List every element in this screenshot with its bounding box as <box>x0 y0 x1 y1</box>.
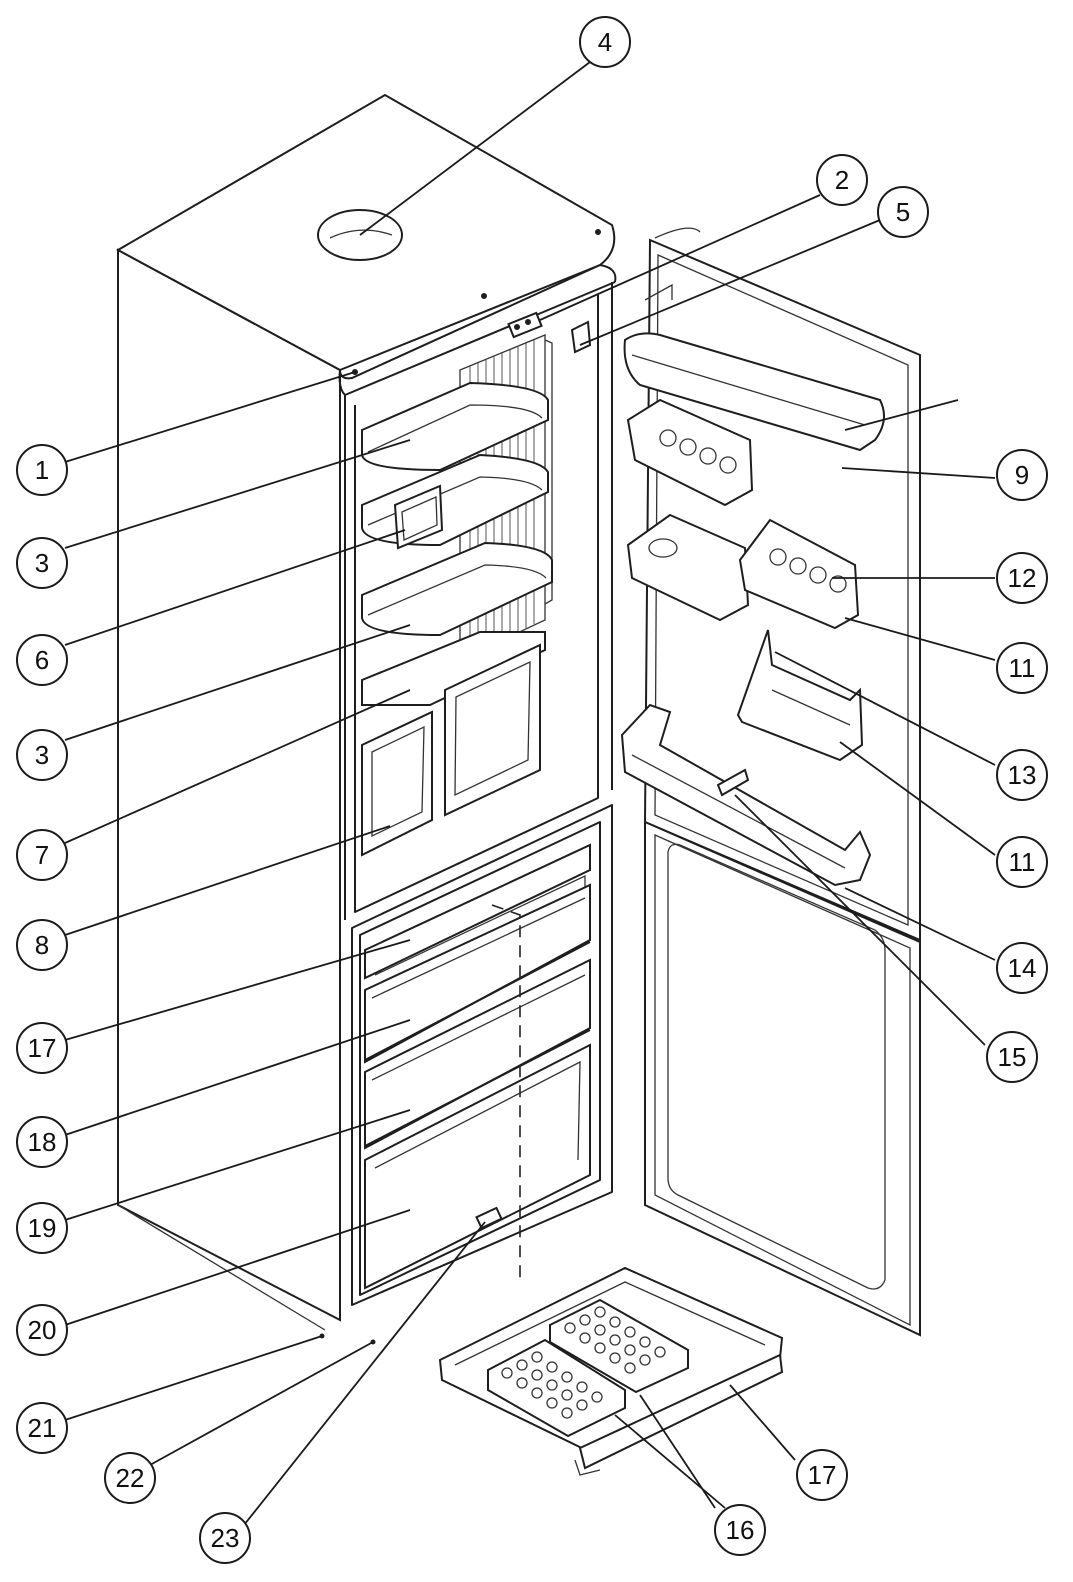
callout-19: 19 <box>16 1202 68 1254</box>
callout-3b-label: 3 <box>35 740 49 770</box>
callout-11b: 11 <box>996 836 1048 888</box>
callout-11b-label: 11 <box>1009 847 1036 877</box>
callout-15: 15 <box>986 1031 1038 1083</box>
egg-shelf-upper <box>626 398 754 507</box>
fridge-door <box>620 227 921 942</box>
door-balcony-bottom <box>620 703 872 887</box>
callout-18-label: 18 <box>28 1127 57 1157</box>
callout-17a-label: 17 <box>28 1033 57 1063</box>
callout-12-label: 12 <box>1008 563 1037 593</box>
callout-1-label: 1 <box>35 455 49 485</box>
freezer-drawer-3 <box>364 958 591 1150</box>
crisper-drawer-right <box>444 643 541 817</box>
callout-14: 14 <box>996 942 1048 994</box>
callout-2: 2 <box>816 154 868 206</box>
callout-20: 20 <box>16 1304 68 1356</box>
callout-21: 21 <box>16 1402 68 1454</box>
callout-8: 8 <box>16 919 68 971</box>
glass-shelf-upper <box>361 381 549 472</box>
callout-12: 12 <box>996 552 1048 604</box>
callout-7-label: 7 <box>35 840 49 870</box>
freezer-compartment <box>351 804 613 1306</box>
callout-16: 16 <box>714 1504 766 1556</box>
callout-21-label: 21 <box>28 1413 57 1443</box>
callout-16-label: 16 <box>726 1515 755 1545</box>
callout-17a: 17 <box>16 1022 68 1074</box>
callout-5: 5 <box>877 186 929 238</box>
door-balcony-top <box>623 332 885 452</box>
callout-19-label: 19 <box>28 1213 57 1243</box>
callout-22-label: 22 <box>116 1463 145 1493</box>
callout-7: 7 <box>16 829 68 881</box>
ice-tray-assembly <box>438 1266 784 1476</box>
callout-4: 4 <box>579 16 631 68</box>
callout-23-label: 23 <box>211 1523 240 1553</box>
callout-20-label: 20 <box>28 1315 57 1345</box>
fridge-compartment <box>344 282 613 920</box>
leader-lines <box>64 61 996 1531</box>
door-shelf-small <box>626 513 750 622</box>
callout-9-label: 9 <box>1015 460 1029 490</box>
callout-17b-label: 17 <box>808 1460 837 1490</box>
callout-13: 13 <box>996 749 1048 801</box>
glass-shelf-lower <box>361 541 553 637</box>
callout-3b: 3 <box>16 729 68 781</box>
callout-3a-label: 3 <box>35 548 49 578</box>
callout-13-label: 13 <box>1008 760 1037 790</box>
callout-17b: 17 <box>796 1449 848 1501</box>
callout-8-label: 8 <box>35 930 49 960</box>
door-shelf-middle <box>736 629 864 762</box>
callout-3a: 3 <box>16 537 68 589</box>
callout-6: 6 <box>16 634 68 686</box>
callout-2-label: 2 <box>835 165 849 195</box>
crisper-drawer-left <box>361 710 433 857</box>
callout-18: 18 <box>16 1116 68 1168</box>
callout-23: 23 <box>199 1512 251 1564</box>
callout-11a-label: 11 <box>1009 653 1036 683</box>
callout-6-label: 6 <box>35 645 49 675</box>
callout-15-label: 15 <box>998 1042 1027 1072</box>
callout-9: 9 <box>996 449 1048 501</box>
callout-11a: 11 <box>996 642 1048 694</box>
callout-4-label: 4 <box>598 27 612 57</box>
ice-cube-tray-left <box>487 1338 626 1438</box>
hanging-box <box>393 484 444 550</box>
callout-14-label: 14 <box>1008 953 1037 983</box>
freezer-drawer-2 <box>364 883 591 1064</box>
freezer-door <box>644 820 921 1337</box>
thermostat-lamp-housing <box>507 311 543 339</box>
callout-1: 1 <box>16 444 68 496</box>
freezer-drawer-bottom <box>364 1043 591 1290</box>
glass-shelf-middle <box>361 453 549 547</box>
callout-5-label: 5 <box>896 197 910 227</box>
cabinet <box>115 93 617 1331</box>
ice-cube-tray-right <box>549 1298 689 1394</box>
callout-22: 22 <box>104 1452 156 1504</box>
egg-shelf-lower <box>738 518 860 630</box>
crisper-cover <box>361 631 546 706</box>
